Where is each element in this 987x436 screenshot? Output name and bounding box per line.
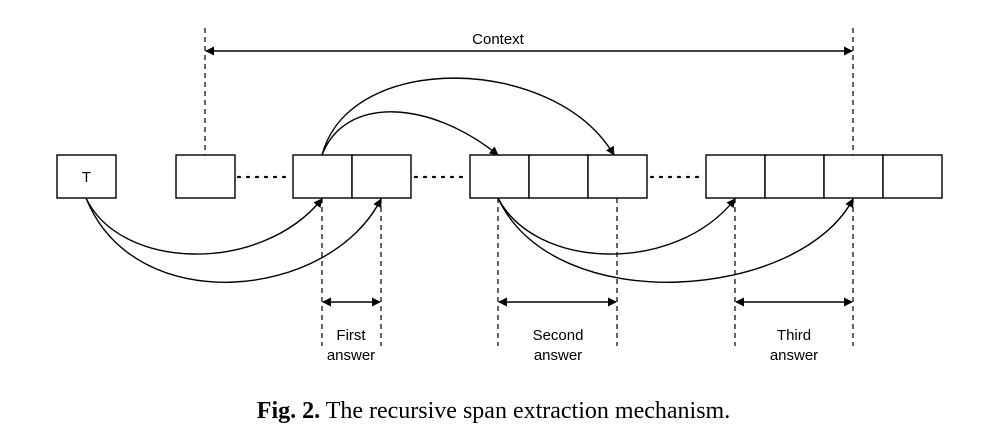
token-box [56,154,117,199]
caption-text: The recursive span extraction mechanism. [325,398,731,424]
figure-caption: Fig. 2. The recursive span extraction me… [0,398,987,425]
third-answer-label-line2: answer [770,347,818,364]
first-answer-label-line1: First [336,327,366,344]
third-answer-box-2 [764,154,825,199]
first-answer-box-1 [292,154,353,199]
first-answer-box-2 [351,154,412,199]
context-label: Context [472,31,525,48]
second-answer-box-3 [587,154,648,199]
third-answer-box-4 [882,154,943,199]
second-answer-label-line1: Second [533,327,584,344]
arc-first-to-second-start [321,111,499,156]
token-label: T [82,169,91,186]
arc-token-to-first-start [85,197,323,255]
third-answer-box-1 [705,154,766,199]
arc-token-to-first-end [85,197,382,283]
arc-second-to-third-end [497,197,854,283]
second-answer-box-1 [469,154,530,199]
first-answer-label-line2: answer [327,347,375,364]
third-answer-box-3 [823,154,884,199]
second-answer-label-line2: answer [534,347,582,364]
second-answer-box-2 [528,154,589,199]
arc-second-to-third-start [497,197,736,255]
arc-first-to-second-end [321,77,615,156]
context-start-box [175,154,236,199]
third-answer-label-line1: Third [777,327,811,344]
caption-prefix: Fig. 2. [256,398,321,424]
